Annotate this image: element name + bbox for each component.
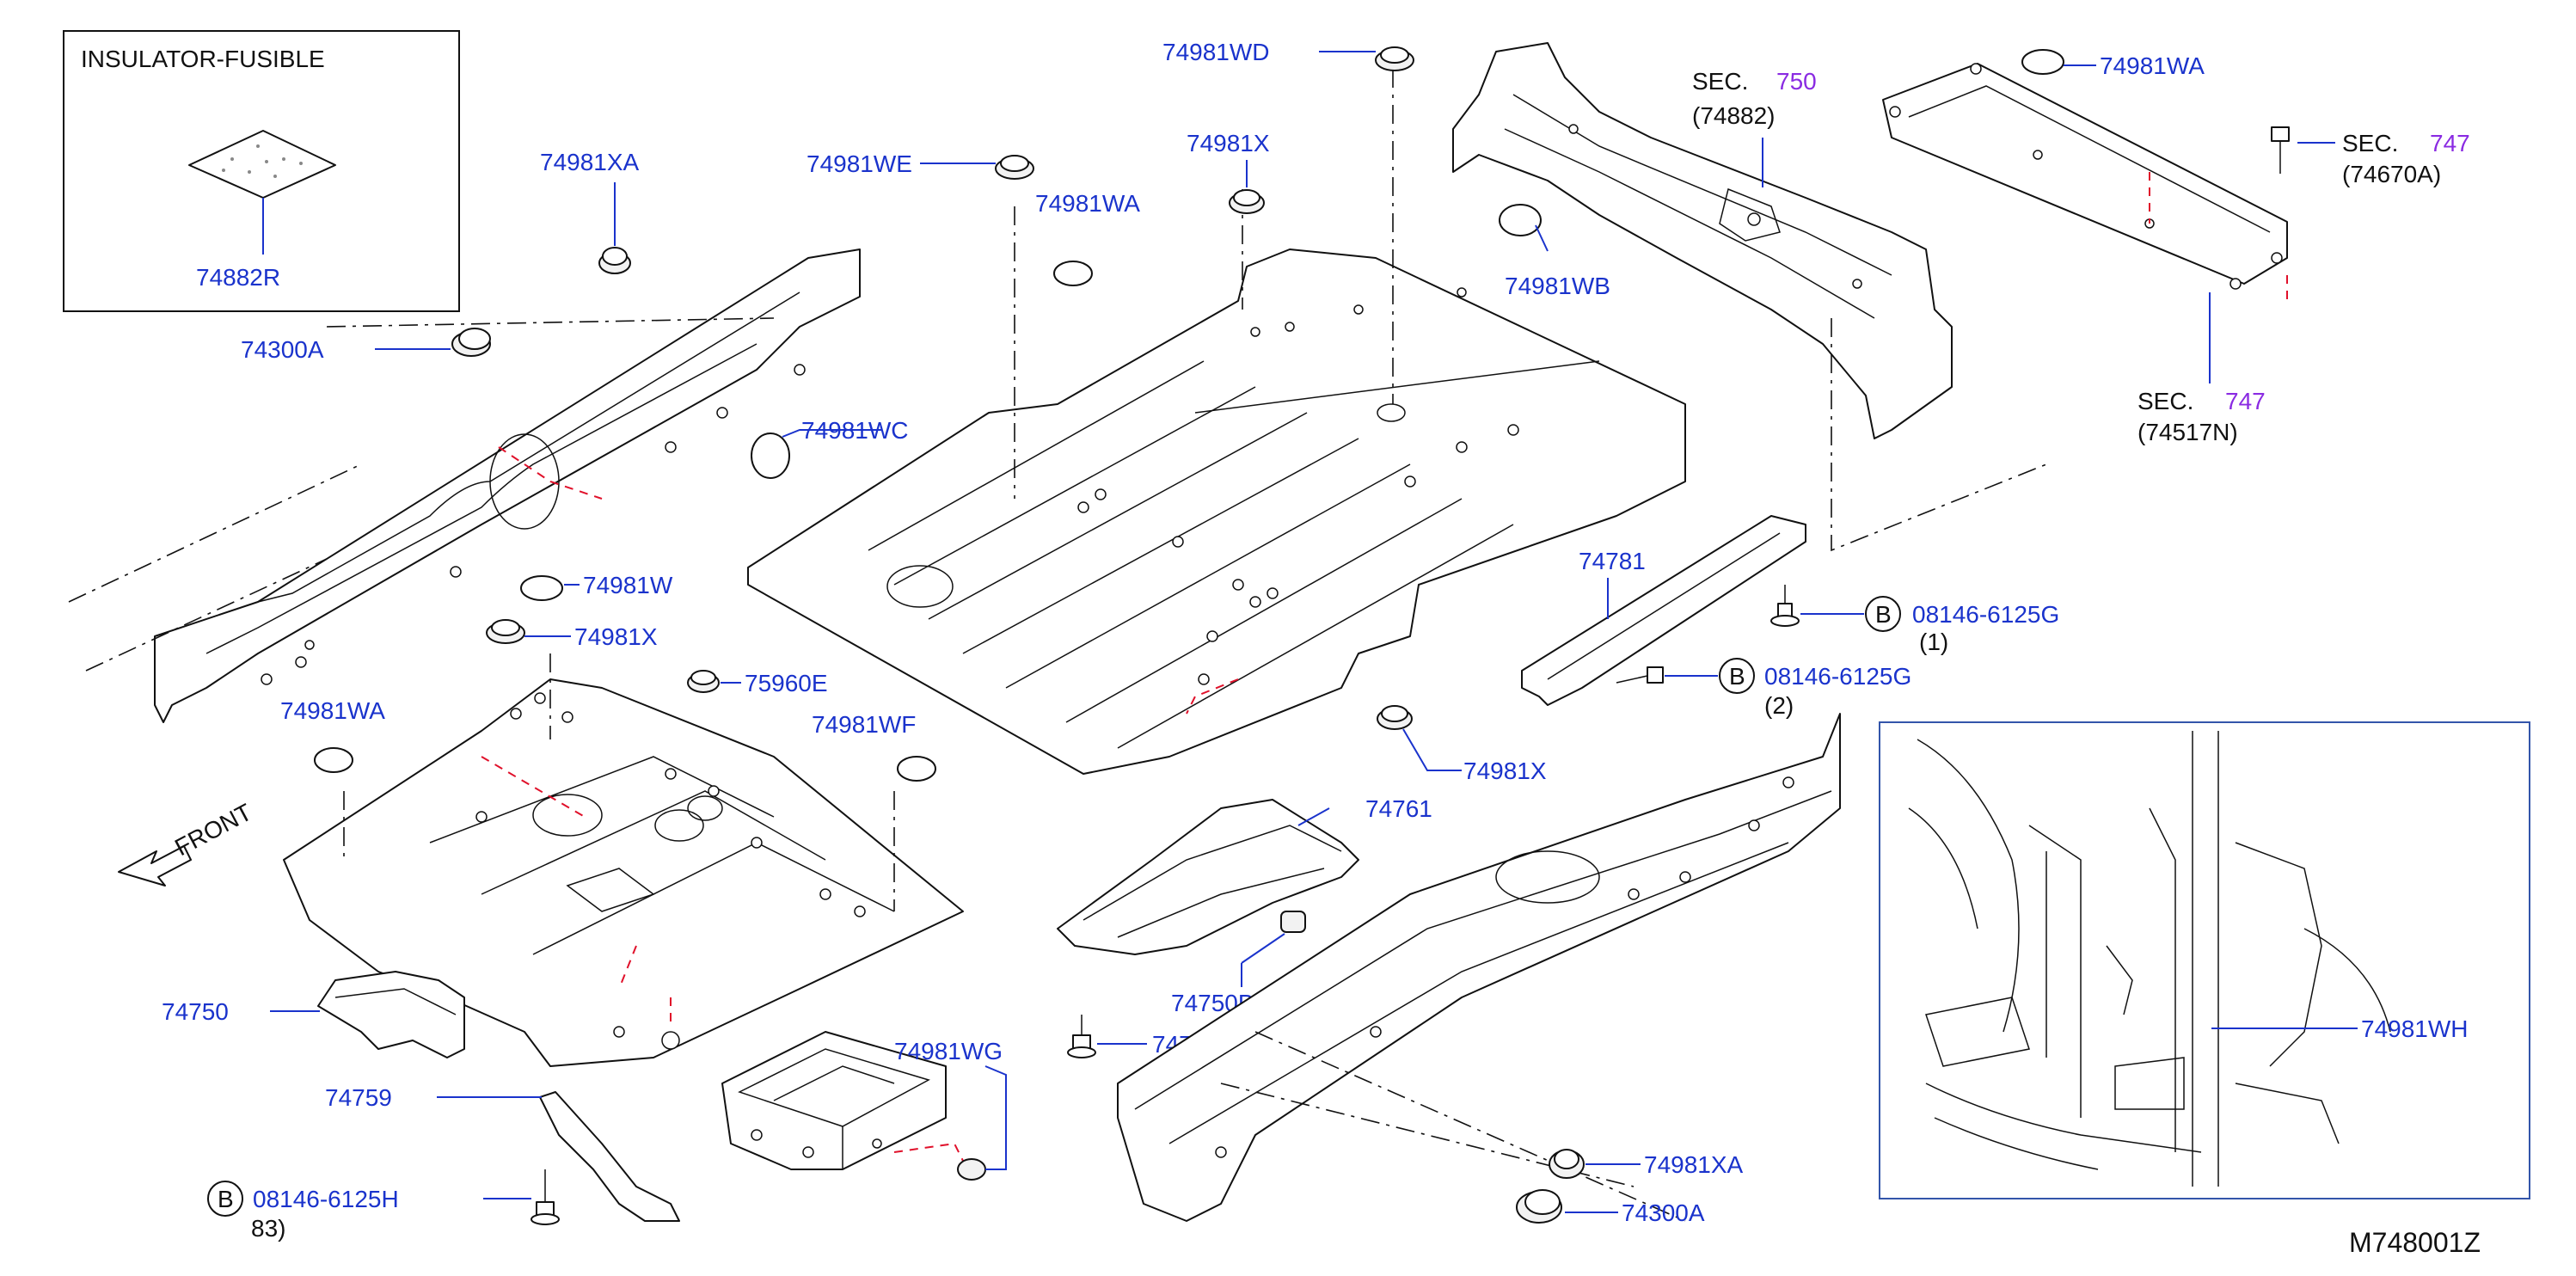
circled-b-2 <box>1719 658 1755 694</box>
grommet-74981WD: 74981WD <box>1162 39 1414 71</box>
seal-74981WA-right: 74981WA <box>2021 49 2205 79</box>
label-74981X-top[interactable]: 74981X <box>1187 130 1270 156</box>
seal-74981WF: 74981WF <box>812 711 936 782</box>
label-74981XA-top[interactable]: 74981XA <box>540 149 640 175</box>
sec-750-prefix: SEC. <box>1692 68 1748 95</box>
grommet-74981X-top: 74981X <box>1187 130 1270 214</box>
diagram-code: M748001Z <box>2349 1227 2481 1258</box>
part-center-floor-panel <box>747 69 1686 775</box>
inset-detail-view: 74981WH <box>1879 721 2530 1199</box>
sec-747a-num[interactable]: 747 <box>2430 130 2470 156</box>
sec-747b-prefix: SEC. <box>2137 388 2193 414</box>
plug-74300A-top: 74300A <box>241 328 491 363</box>
front-label: FRONT <box>170 799 256 862</box>
svg-text:B: B <box>1729 663 1745 690</box>
label-74781[interactable]: 74781 <box>1579 548 1646 574</box>
plug-75960E: 75960E <box>687 670 828 696</box>
label-74981WA-right[interactable]: 74981WA <box>2100 52 2205 79</box>
part-74781-bracket: 74781 <box>1521 515 1806 706</box>
label-74981W[interactable]: 74981W <box>583 572 673 598</box>
label-74750[interactable]: 74750 <box>162 998 229 1025</box>
part-right-side-sill <box>1117 713 1841 1222</box>
sec-747a-prefix: SEC. <box>2342 130 2398 156</box>
label-74981X-left[interactable]: 74981X <box>574 623 658 650</box>
part-74761-heat-shield: 74761 <box>1057 795 1432 955</box>
section-747-b-callout: SEC. 747 (74517N) <box>2137 292 2266 445</box>
qty-1: (1) <box>1919 629 1948 655</box>
inset-title: INSULATOR-FUSIBLE <box>81 46 325 72</box>
label-74981WE[interactable]: 74981WE <box>807 150 912 177</box>
sec-747b-num[interactable]: 747 <box>2225 388 2266 414</box>
seal-74981W: 74981W <box>520 572 673 601</box>
part-74750-bracket: 74750 <box>162 971 465 1058</box>
spacer-74750B: 74750B <box>1171 911 1306 1016</box>
seal-74981WA-left: 74981WA <box>280 697 385 773</box>
label-74981WA-left[interactable]: 74981WA <box>280 697 385 724</box>
grommet-74981XA-top: 74981XA <box>540 149 640 274</box>
qty-2: (2) <box>1764 692 1794 719</box>
qty-83: 83) <box>251 1215 285 1242</box>
front-arrow: FRONT <box>118 799 256 886</box>
label-74761[interactable]: 74761 <box>1365 795 1432 822</box>
label-74981WG[interactable]: 74981WG <box>894 1038 1003 1064</box>
front-arrow-icon <box>118 845 192 886</box>
circled-b-1 <box>1865 596 1901 632</box>
label-74981X-mid[interactable]: 74981X <box>1463 758 1547 784</box>
section-750-callout: SEC. 750 (74882) <box>1692 68 1817 187</box>
label-74981WH[interactable]: 74981WH <box>2361 1015 2469 1042</box>
seal-74981WA-mid: 74981WA <box>1035 190 1140 286</box>
label-74981WA-mid[interactable]: 74981WA <box>1035 190 1140 217</box>
circled-b-3 <box>207 1181 243 1217</box>
label-74300A-top[interactable]: 74300A <box>241 336 324 363</box>
part-left-side-sill <box>68 248 861 723</box>
label-74882R[interactable]: 74882R <box>196 264 280 291</box>
label-74981WC[interactable]: 74981WC <box>801 417 909 444</box>
label-75960E[interactable]: 75960E <box>745 670 828 696</box>
grommet-74981WE: 74981WE <box>807 150 1034 180</box>
grommet-74981WG: 74981WG <box>894 1038 1007 1181</box>
label-74981XA-bottom[interactable]: 74981XA <box>1644 1151 1744 1178</box>
label-74759[interactable]: 74759 <box>325 1084 392 1111</box>
part-rear-cross-plate <box>1882 63 2288 301</box>
part-battery-tray <box>721 1031 964 1170</box>
bolt-08146-6125H: B 08146-6125H 83) <box>207 1169 560 1242</box>
label-08146-6125G-1[interactable]: 08146-6125G <box>1912 601 2059 628</box>
grommet-74981XA-bottom: 74981XA <box>1549 1149 1744 1179</box>
bolt-08146-6125G-1: B 08146-6125G (1) <box>1770 585 2059 655</box>
grommet-74981X-mid: 74981X <box>1377 705 1547 784</box>
seal-74981WC: 74981WC <box>751 417 909 479</box>
bolt-sec-747-a: SEC. 747 (74670A) <box>2271 126 2470 187</box>
bolt-08146-6125G-2: B 08146-6125G (2) <box>1616 658 1911 719</box>
part-front-floor-panel <box>283 653 964 1067</box>
label-74300A-bottom[interactable]: 74300A <box>1622 1199 1705 1226</box>
seal-74981WB: 74981WB <box>1499 204 1610 299</box>
label-08146-6125H[interactable]: 08146-6125H <box>253 1186 399 1212</box>
inset-insulator-fusible: INSULATOR-FUSIBLE 74882R <box>63 30 460 312</box>
part-74759-brace: 74759 <box>325 1084 680 1222</box>
insulator-pad <box>188 130 336 199</box>
label-74981WD[interactable]: 74981WD <box>1162 39 1270 65</box>
part-cross-member <box>1452 42 1953 439</box>
sec-750-num[interactable]: 750 <box>1776 68 1817 95</box>
grommet-74981X-left: 74981X <box>486 619 658 650</box>
plug-74300A-bottom: 74300A <box>1516 1189 1705 1226</box>
sec-750-part: (74882) <box>1692 102 1776 129</box>
svg-text:B: B <box>218 1186 234 1212</box>
sec-747a-part: (74670A) <box>2342 161 2441 187</box>
label-74981WF[interactable]: 74981WF <box>812 711 916 738</box>
label-74981WB[interactable]: 74981WB <box>1505 273 1610 299</box>
label-08146-6125G-2[interactable]: 08146-6125G <box>1764 663 1911 690</box>
sec-747b-part: (74517N) <box>2137 419 2238 445</box>
svg-text:B: B <box>1875 601 1892 628</box>
